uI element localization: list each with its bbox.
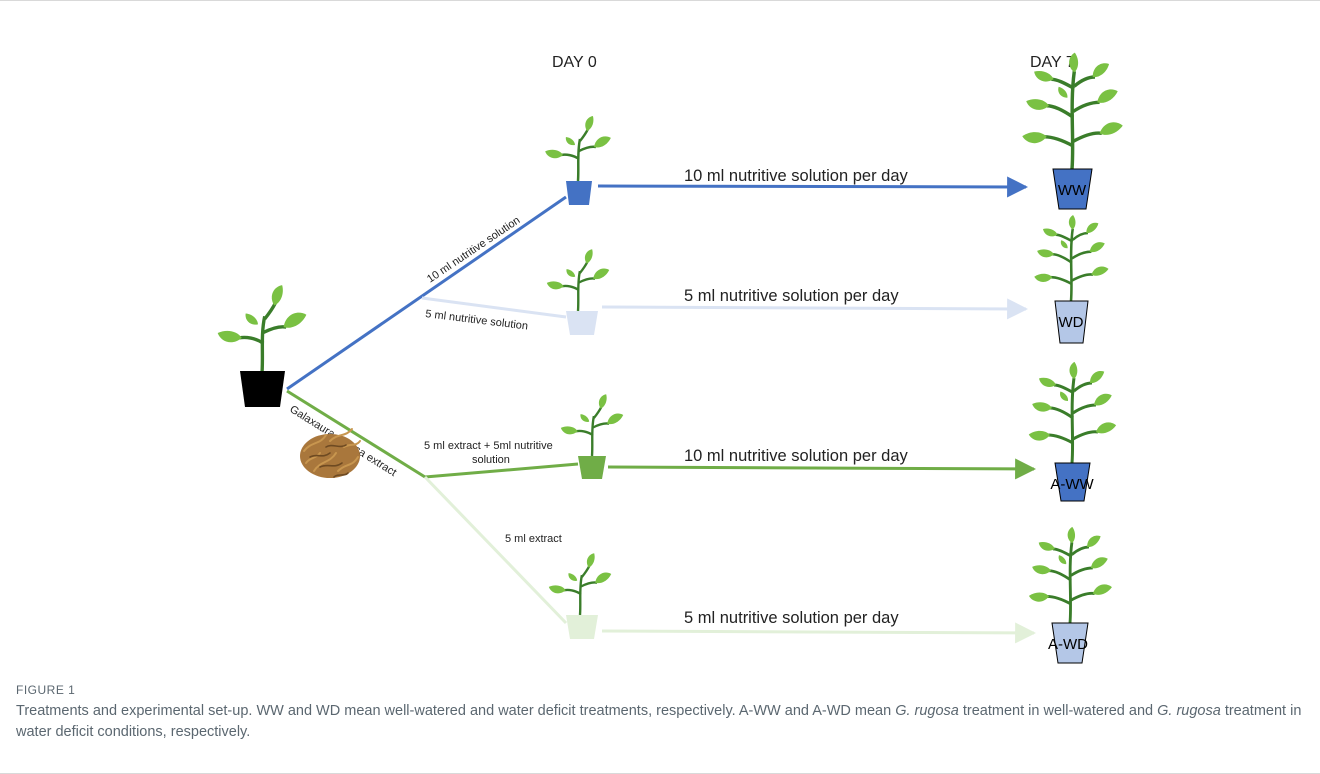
day7-aww-plant: A-WW: [1028, 361, 1117, 502]
pot-label-aww: A-WW: [1050, 476, 1094, 493]
label-ww-daily: 10 ml nutritive solution per day: [684, 167, 909, 185]
caption-species-1: G. rugosa: [895, 703, 959, 719]
day-7-header: DAY 7: [1030, 54, 1075, 71]
day0-ww-plant: [544, 114, 613, 205]
figure-label: FIGURE 1: [16, 683, 76, 697]
start-plant: [216, 283, 309, 407]
day7-awd-plant: A-WD: [1028, 526, 1113, 664]
label-awd-daily: 5 ml nutritive solution per day: [684, 609, 899, 627]
figure-caption: Treatments and experimental set-up. WW a…: [16, 701, 1306, 743]
pot-label-wd: WD: [1059, 314, 1084, 331]
start-pot: [240, 371, 285, 407]
label-aww-initial-2: solution: [472, 454, 510, 466]
label-wd-initial: 5 ml nutritive solution: [425, 308, 529, 333]
arrow-aww: [607, 458, 1037, 480]
day-0-header: DAY 0: [552, 54, 597, 71]
branch-line-ww: [286, 195, 567, 391]
day7-wd-plant: WD: [1034, 214, 1110, 344]
treatment-diagram: DAY 0 DAY 7 10 ml nutritive solution 5 m…: [0, 1, 1320, 664]
day7-ww-plant: WW: [1021, 52, 1123, 210]
pot-label-ww: WW: [1058, 182, 1087, 199]
arrow-awd: [601, 622, 1037, 644]
galaxaura-seaweed-image: [300, 428, 361, 478]
label-awd-initial: 5 ml extract: [505, 533, 562, 545]
day0-awd-plant: [548, 552, 613, 639]
caption-species-2: G. rugosa: [1157, 703, 1221, 719]
branch-line-wd: [421, 296, 567, 319]
pot-label-awd: A-WD: [1048, 636, 1088, 653]
arrow-ww: [597, 176, 1029, 198]
day0-wd-plant: [546, 248, 611, 335]
branch-line-algae: [286, 389, 426, 479]
label-aww-initial-1: 5 ml extract + 5ml nutritive: [424, 440, 553, 452]
label-wd-daily: 5 ml nutritive solution per day: [684, 287, 899, 305]
branch-line-awd: [423, 475, 568, 625]
branch-line-aww: [424, 462, 579, 479]
day0-aww-plant: [560, 393, 625, 479]
caption-part-3: treatment in water deficit conditions, r…: [16, 703, 1302, 740]
arrow-wd: [601, 298, 1029, 320]
label-aww-daily: 10 ml nutritive solution per day: [684, 447, 909, 465]
caption-part-1: Treatments and experimental set-up. WW a…: [16, 703, 896, 719]
label-ww-initial: 10 ml nutritive solution: [425, 214, 522, 285]
caption-part-2: treatment in well-watered and: [958, 703, 1158, 719]
